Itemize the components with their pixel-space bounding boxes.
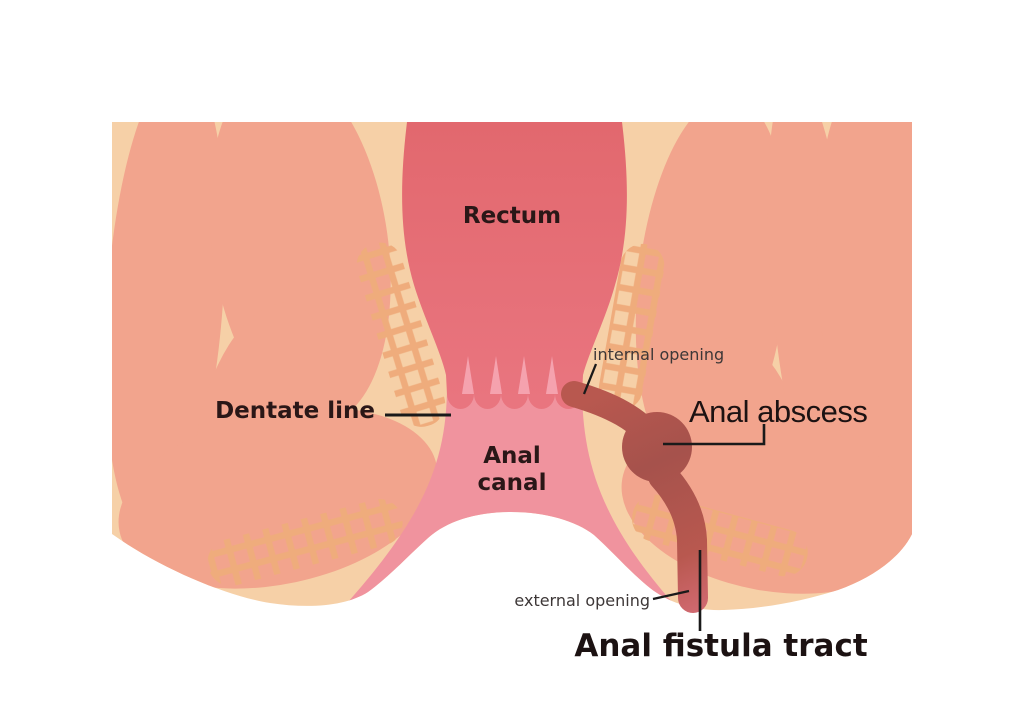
anal-columns <box>462 356 558 394</box>
leader-lines <box>385 363 766 631</box>
label-anal-canal-line1: Anal <box>483 443 541 469</box>
rectum-shape <box>402 122 627 410</box>
leader-internal-opening <box>582 363 598 395</box>
label-anal-canal: Anal canal <box>478 443 547 497</box>
fistula-tract-lower <box>648 461 708 613</box>
label-anal-fistula-tract: Anal fistula tract <box>574 628 868 664</box>
leader-anal-abscess <box>663 424 766 446</box>
sphincter-muscle-lower-left <box>207 499 403 586</box>
anal-abscess-shape <box>622 412 692 482</box>
label-anal-canal-line2: canal <box>477 470 547 496</box>
label-external-opening: external opening <box>514 591 650 610</box>
muscle-tissue-blobs <box>112 122 912 594</box>
label-anal-abscess: Anal abscess <box>689 394 868 429</box>
sphincter-muscle-upper-right <box>598 243 665 411</box>
sphincter-muscle-upper-left <box>356 242 446 427</box>
label-internal-opening: internal opening <box>593 345 725 364</box>
label-rectum: Rectum <box>462 203 562 229</box>
label-dentate-line: Dentate line <box>215 398 375 424</box>
leader-external-opening <box>652 589 690 601</box>
anal-fistula <box>561 381 708 613</box>
